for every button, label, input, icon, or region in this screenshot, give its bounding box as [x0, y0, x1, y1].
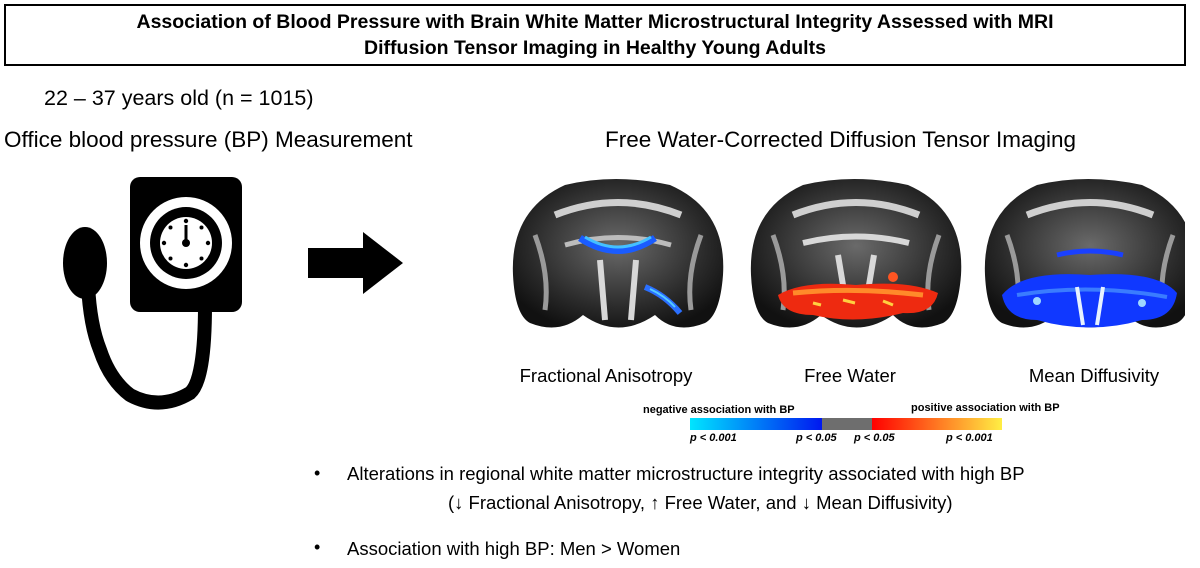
brain-images: [512, 179, 1185, 328]
bp-measurement-heading: Office blood pressure (BP) Measurement: [4, 127, 413, 152]
color-scale-bar: [690, 418, 1002, 430]
right-arrow-icon: [308, 232, 403, 294]
bullet-marker: •: [314, 463, 321, 483]
title-line-2: Diffusion Tensor Imaging in Healthy Youn…: [364, 37, 826, 59]
bullet-marker: •: [314, 537, 321, 557]
negative-association-label: negative association with BP: [643, 404, 795, 416]
positive-association-label: positive association with BP: [911, 402, 1060, 414]
tick-neg-005: p < 0.05: [796, 432, 837, 444]
finding-1-line-2: (↓ Fractional Anisotropy, ↑ Free Water, …: [448, 492, 953, 513]
finding-1-line-1: Alterations in regional white matter mic…: [347, 463, 1025, 484]
label-mean-diffusivity: Mean Diffusivity: [1028, 365, 1160, 386]
scale-neutral-segment: [822, 418, 872, 430]
scale-positive-segment: [872, 418, 1002, 430]
blood-pressure-monitor-icon: [63, 177, 242, 410]
finding-2: Association with high BP: Men > Women: [347, 538, 681, 559]
brain-panel-md: [984, 179, 1185, 328]
tick-neg-001: p < 0.001: [690, 432, 737, 444]
label-fractional-anisotropy: Fractional Anisotropy: [519, 365, 693, 386]
cohort-text: 22 – 37 years old (n = 1015): [44, 86, 314, 110]
tick-pos-001: p < 0.001: [946, 432, 993, 444]
scale-negative-segment: [690, 418, 822, 430]
page-title: Association of Blood Pressure with Brain…: [136, 9, 1053, 61]
tick-pos-005: p < 0.05: [854, 432, 895, 444]
title-line-1: Association of Blood Pressure with Brain…: [136, 11, 1054, 33]
dti-heading: Free Water-Corrected Diffusion Tensor Im…: [605, 127, 1077, 152]
label-free-water: Free Water: [804, 365, 896, 386]
title-box: Association of Blood Pressure with Brain…: [4, 4, 1186, 66]
brain-panel-fw: [750, 179, 962, 328]
brain-panel-fa: [512, 179, 724, 328]
